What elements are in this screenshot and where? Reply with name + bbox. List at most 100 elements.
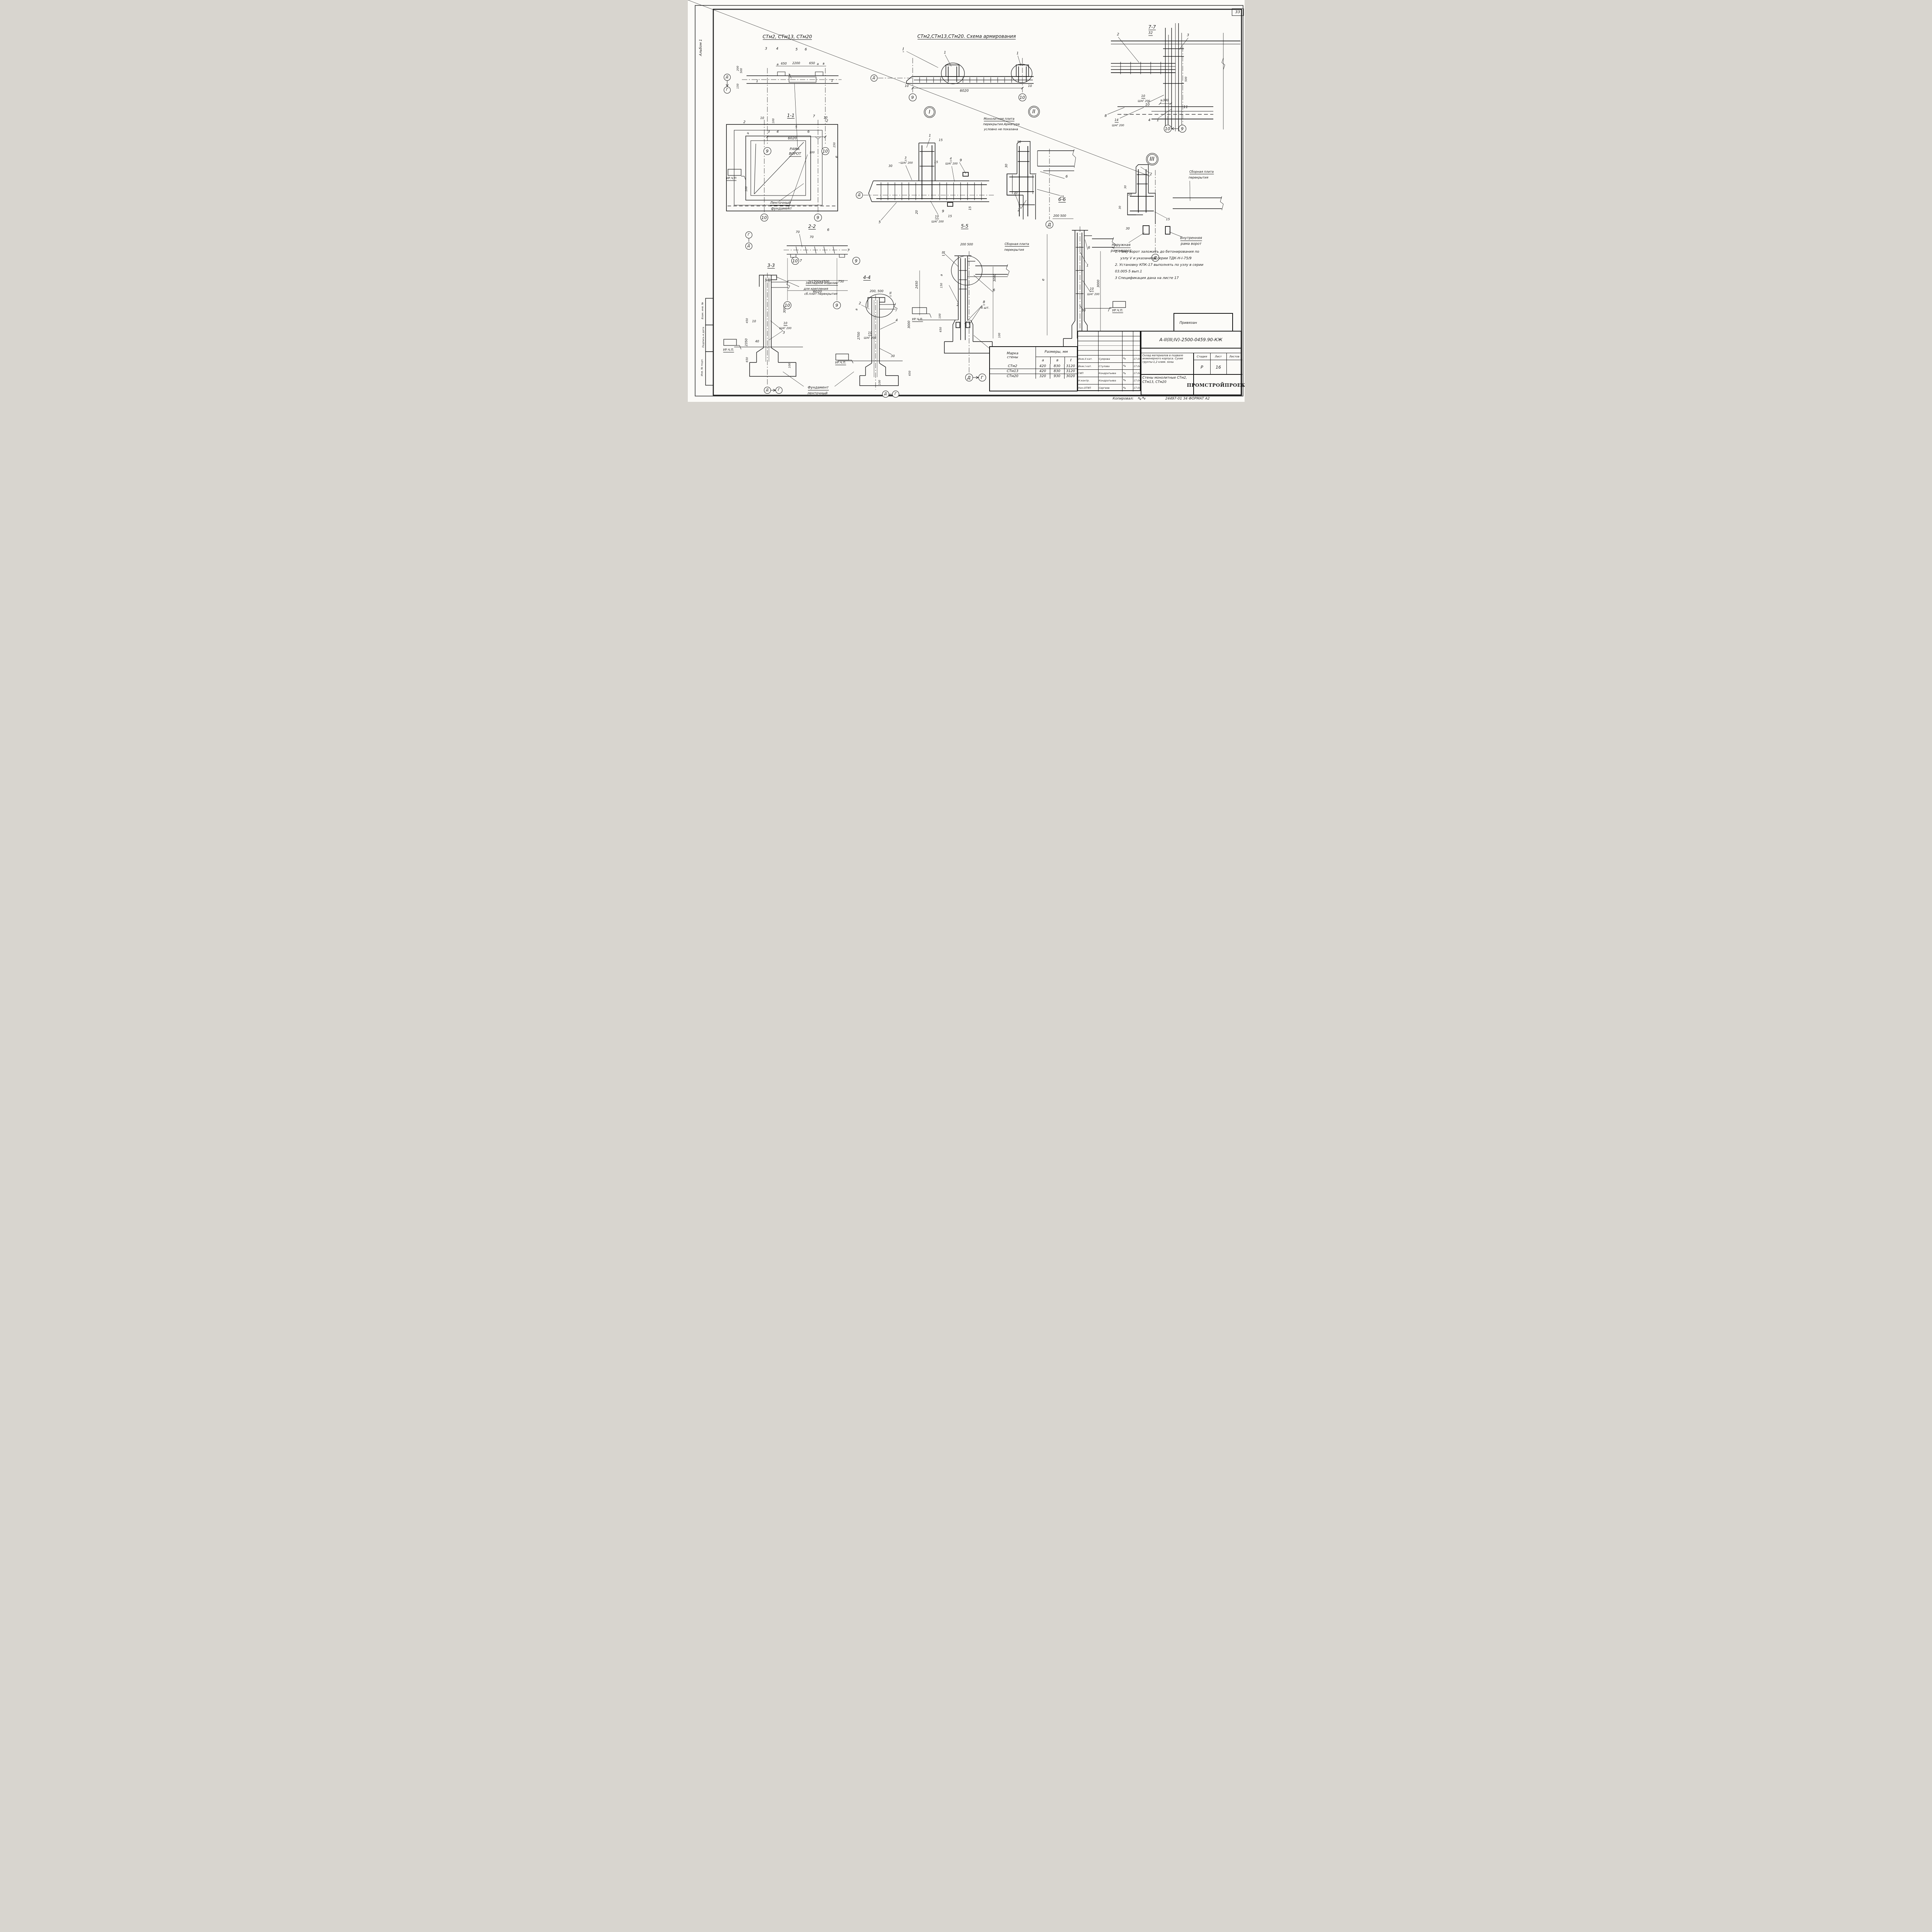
drawing-label: 50: [1017, 140, 1021, 144]
drawing-label: 70: [796, 230, 800, 234]
drawing-label: 4: [949, 157, 952, 161]
drawing-label: 3: [1187, 33, 1189, 37]
drawing-label: 8: [1104, 114, 1107, 118]
drawing-label: ШАГ 200: [945, 162, 958, 165]
drawing-label: а: [939, 274, 943, 276]
signature-mark: ∿: [1122, 384, 1133, 392]
wall-table-col: ℓ: [1064, 357, 1077, 364]
drawing-label: 10: [1090, 287, 1094, 291]
axis-bubble: Г: [745, 231, 752, 238]
drawing-label: ленточный: [807, 391, 828, 396]
signature-role: Н.контр.: [1078, 379, 1090, 382]
drawing-label: СТм2,СТм13,СТм20. Схема армирования: [917, 34, 1016, 39]
drawing-label: 150: [940, 283, 943, 288]
sheet-value: 16: [1216, 364, 1221, 370]
drawing-label: 4 шт.: [981, 306, 990, 310]
signature-name: Сергеев: [1098, 384, 1122, 392]
signature-role: Нач.ОТ9П: [1078, 386, 1091, 390]
table-cell: СТм2: [1008, 364, 1017, 368]
drawing-label: 2: [859, 301, 861, 306]
table-cell: 830: [1049, 364, 1064, 369]
drawing-label: 2450: [915, 281, 918, 289]
drawing-label: 100: [809, 151, 815, 154]
drawing-label: 8: [983, 300, 985, 305]
table-cell: СТм20: [1007, 374, 1019, 378]
drawing-label: 10: [783, 321, 787, 326]
drawing-label: 2350: [744, 338, 748, 347]
signature-row: Н.контр.Кондратьева∿17.04.90: [1078, 377, 1141, 384]
drawing-label: ШАГ 200: [1087, 293, 1100, 296]
axis-bubble: Д: [1045, 221, 1053, 228]
signature-mark: ∿: [1122, 377, 1133, 384]
note-line: 3 Спецификация дана на листе 17: [1115, 276, 1179, 280]
axis-bubble: 9: [852, 257, 860, 265]
drawing-label: 5-5: [961, 223, 969, 229]
drawing-label: 11: [1183, 105, 1188, 109]
axis-bubble: 10: [760, 214, 768, 221]
drawing-label: 30: [1082, 309, 1086, 312]
drawing-label: Монолитная плита: [983, 117, 1015, 121]
axis-bubble: Д: [1151, 254, 1159, 262]
drawing-label: 6: [827, 228, 830, 232]
drawing-label: ≥300: [1160, 99, 1169, 102]
axis-bubble: 9: [814, 214, 822, 221]
detail-bubble: II: [1028, 106, 1040, 117]
drawing-label: 70: [810, 235, 814, 239]
drawing-label: а: [817, 62, 819, 66]
drawing-label: 3000: [993, 274, 997, 282]
drawing-label: 3000: [907, 320, 911, 329]
drawing-label: 650: [781, 62, 787, 65]
drawing-label: 5: [795, 125, 798, 129]
wall-table-col: в: [1050, 357, 1065, 364]
drawing-label: 3: [767, 130, 770, 134]
table-cell: 3020: [1064, 374, 1077, 379]
stamp-inv: Инв. № подл.: [700, 359, 703, 376]
drawing-label: II: [889, 291, 892, 296]
drawing-label: 15: [1166, 218, 1170, 221]
drawing-label: сб.плит перекрытия: [804, 292, 838, 296]
signature-rows: Инж.II кат.Сумрова∿17.04.90Инж.I кат.Сту…: [1078, 355, 1141, 392]
axis-bubble: Д: [882, 391, 889, 398]
drawing-label: 6020: [960, 89, 969, 93]
drawing-linework: [687, 0, 1243, 396]
copied-signature: ∿∿: [1137, 395, 1146, 402]
drawing-label: 1-1: [787, 113, 795, 119]
signature-name: Кондратьева: [1098, 377, 1122, 384]
drawing-label: 5: [878, 220, 881, 224]
table-cell: 930: [1049, 374, 1064, 379]
axis-bubble: 9: [833, 301, 841, 309]
drawing-label: 200 500: [960, 243, 973, 246]
drawing-label: 3: [765, 47, 767, 51]
drawing-label: Закладное изделие: [805, 281, 838, 286]
drawing-label: III: [942, 251, 945, 256]
drawing-label: 200, 500: [869, 289, 884, 293]
drawing-label: 2: [956, 303, 959, 307]
drawing-label: 30: [1014, 191, 1018, 195]
drawing-label: 6020: [813, 290, 822, 294]
drawing-label: Внутренняя: [1180, 236, 1202, 241]
drawing-label: 100: [745, 186, 748, 192]
drawing-label: для крепления: [803, 287, 828, 291]
axis-bubble: Г: [892, 391, 899, 398]
drawing-label: 3: [904, 156, 907, 160]
drawing-label: 4: [895, 318, 898, 323]
note-line: 1. Раму ворот заложить до бетонирования …: [1115, 250, 1199, 254]
notes-block: 1. Раму ворот заложить до бетонирования …: [1115, 249, 1231, 282]
drawing-label: 9: [959, 158, 962, 163]
drawing-label: 15: [939, 138, 943, 142]
wall-table-dims-header: Размеры, мм: [1036, 347, 1077, 357]
drawing-label: 15: [968, 206, 972, 211]
drawing-label: 2: [1017, 208, 1020, 213]
document-number: А-II(III;IV)-2500-0459.90-КЖ: [1141, 332, 1241, 349]
sheet-title: Стены монолитные СТм2, СТм13, СТм20: [1142, 376, 1187, 384]
axis-bubble: Г: [723, 87, 731, 94]
drawing-label: 1: [1016, 51, 1019, 56]
drawing-label: 650: [809, 61, 815, 65]
drawing-label: 10: [1141, 94, 1145, 99]
drawing-label: 7-7: [1148, 24, 1156, 30]
copy-code: 24497-01 34 ФОРМАТ А2: [1165, 396, 1210, 401]
drawing-label: 1: [944, 51, 946, 55]
drawing-label: 10: [935, 215, 939, 219]
detail-bubble: III: [1146, 153, 1158, 165]
